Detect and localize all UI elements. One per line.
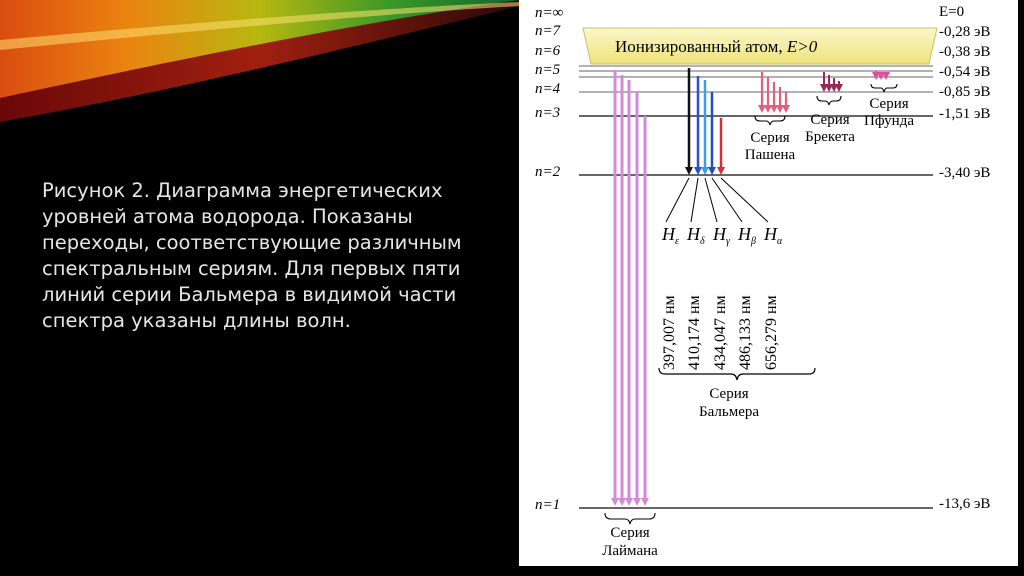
figure-caption: Рисунок 2. Диаграмма энергетических уров… bbox=[42, 179, 462, 332]
brackett-arrow-head bbox=[835, 84, 843, 92]
series-label-balmer: Серия bbox=[709, 386, 748, 402]
level-energy-label: -13,6 эВ bbox=[939, 496, 990, 512]
balmer-connector bbox=[711, 177, 743, 223]
balmer-subscript: α bbox=[777, 236, 783, 247]
balmer-arrow-head bbox=[685, 167, 693, 175]
paschen-arrow-head bbox=[776, 105, 784, 113]
balmer-arrow-head bbox=[694, 167, 702, 175]
balmer-line-symbol: Hγ bbox=[712, 224, 731, 247]
lyman-arrow-head bbox=[641, 498, 649, 506]
level-energy-label: -1,51 эВ bbox=[939, 106, 990, 122]
ionized-region bbox=[582, 27, 938, 65]
series-label-paschen: Пашена bbox=[745, 147, 796, 163]
balmer-brace bbox=[658, 367, 816, 381]
paschen-arrow-head bbox=[782, 105, 790, 113]
lyman-arrow-head bbox=[633, 498, 641, 506]
decor-band-fire bbox=[0, 0, 520, 98]
series-brace-brackett bbox=[816, 95, 842, 106]
level-n-label: n=3 bbox=[535, 105, 560, 121]
balmer-connector bbox=[665, 177, 690, 223]
paschen-arrow-head bbox=[764, 105, 772, 113]
balmer-connector bbox=[704, 177, 718, 223]
diagram-labels: n=∞ E=0 n=7 -0,28 эВ n=6 -0,38 эВ n=5 -0,54 эВ n… bbox=[535, 4, 990, 559]
level-n-label: n=7 bbox=[535, 23, 562, 39]
level-n-label: n=1 bbox=[535, 497, 560, 513]
level-energy-label: -0,38 эВ bbox=[939, 44, 990, 60]
series-brace-lyman bbox=[604, 512, 656, 525]
balmer-wavelength: 410,174 нм bbox=[686, 295, 703, 370]
paschen-arrow-head bbox=[770, 105, 778, 113]
level-energy-label: E=0 bbox=[939, 4, 964, 20]
level-n-label: n=5 bbox=[535, 62, 561, 78]
series-label-brackett: Брекета bbox=[805, 129, 855, 145]
pfund-arrow-head bbox=[882, 72, 890, 80]
balmer-wavelength: 397,007 нм bbox=[661, 295, 678, 370]
series-label-balmer: Бальмера bbox=[699, 404, 759, 420]
ionized-condition: E>0 bbox=[786, 37, 818, 56]
series-label-brackett: Серия bbox=[810, 112, 849, 128]
balmer-line-symbol: Hβ bbox=[737, 224, 756, 247]
level-n-label: n=6 bbox=[535, 43, 561, 59]
series-label-pfund: Пфунда bbox=[864, 113, 914, 129]
balmer-symbol: H bbox=[737, 224, 752, 244]
balmer-symbol: H bbox=[712, 224, 727, 244]
balmer-subscript: γ bbox=[726, 236, 731, 247]
balmer-subscript: ε bbox=[675, 236, 679, 247]
balmer-symbol: H bbox=[686, 224, 701, 244]
lyman-arrow-head bbox=[618, 498, 626, 506]
energy-level-diagram: Ионизированный атом, E>0 n=∞ E=0 n=7 -0,28 … bbox=[519, 0, 1018, 566]
balmer-wavelength: 656,279 нм bbox=[763, 295, 780, 370]
lyman-arrow-head bbox=[625, 498, 633, 506]
balmer-wavelength: 434,047 нм bbox=[712, 295, 729, 370]
balmer-line-symbol: Hα bbox=[763, 224, 783, 247]
series-label-lyman: Серия bbox=[610, 525, 649, 541]
level-n-label: n=∞ bbox=[535, 5, 564, 21]
transition-arrows bbox=[604, 68, 898, 525]
balmer-symbol: H bbox=[763, 224, 778, 244]
balmer-symbol: H bbox=[661, 224, 676, 244]
balmer-line-symbol: Hδ bbox=[686, 224, 705, 247]
series-label-pfund: Серия bbox=[869, 96, 908, 112]
ionized-atom-label: Ионизированный атом, E>0 bbox=[615, 37, 818, 56]
decor-band-stripe bbox=[0, 2, 520, 50]
level-n-label: n=2 bbox=[535, 164, 561, 180]
balmer-wavelength: 486,133 нм bbox=[737, 295, 754, 370]
series-label-paschen: Серия bbox=[750, 130, 789, 146]
balmer-arrow-head bbox=[717, 167, 725, 175]
series-brace-paschen bbox=[754, 115, 786, 126]
balmer-subscript: δ bbox=[700, 236, 705, 247]
level-energy-label: -0,28 эВ bbox=[939, 24, 990, 40]
balmer-line-symbol: Hε bbox=[661, 224, 679, 247]
paschen-arrow-head bbox=[758, 105, 766, 113]
balmer-arrow-head bbox=[701, 167, 709, 175]
balmer-subscript: β bbox=[750, 236, 756, 247]
level-n-label: n=4 bbox=[535, 81, 561, 97]
level-energy-label: -0,85 эВ bbox=[939, 84, 990, 100]
level-energy-label: -0,54 эВ bbox=[939, 64, 990, 80]
series-brace-pfund bbox=[870, 83, 898, 93]
balmer-connector bbox=[690, 177, 699, 223]
level-energy-label: -3,40 эВ bbox=[939, 165, 990, 181]
lyman-arrow-head bbox=[611, 498, 619, 506]
balmer-arrow-head bbox=[708, 167, 716, 175]
balmer-connector bbox=[720, 177, 769, 223]
series-label-lyman: Лаймана bbox=[602, 543, 658, 559]
